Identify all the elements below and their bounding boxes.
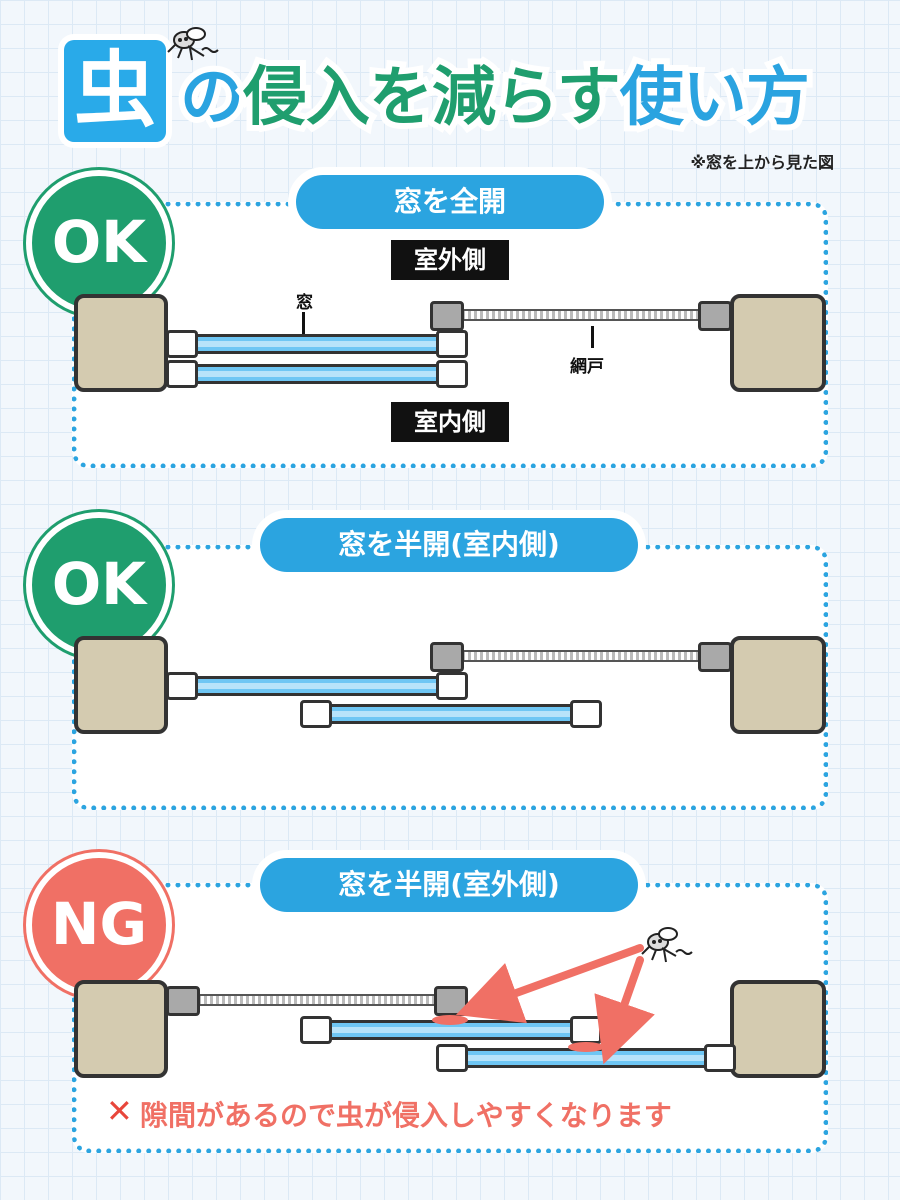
window-frame bbox=[570, 1016, 602, 1044]
title-part-usage: 使い方 bbox=[614, 55, 816, 141]
wall-left bbox=[74, 980, 168, 1078]
window-frame bbox=[436, 360, 468, 388]
page-title: の侵入を減らす使い方 bbox=[174, 55, 816, 141]
window-glass-outer bbox=[196, 676, 438, 696]
screen-frame-right bbox=[698, 642, 732, 672]
wall-left bbox=[74, 294, 168, 392]
inside-label: 室内側 bbox=[391, 402, 509, 442]
warning-x-icon: ✕ bbox=[106, 1092, 133, 1130]
outside-label: 室外側 bbox=[391, 240, 509, 280]
window-frame bbox=[704, 1044, 736, 1072]
section-heading: 窓を半開(室外側) bbox=[260, 858, 638, 912]
screen-frame-right bbox=[698, 301, 732, 331]
gap-highlight bbox=[568, 1042, 604, 1052]
window-frame bbox=[166, 360, 198, 388]
section-heading: 窓を全開 bbox=[296, 175, 604, 229]
screen-mesh bbox=[460, 650, 700, 662]
window-pointer bbox=[302, 312, 305, 334]
window-frame bbox=[436, 672, 468, 700]
window-frame bbox=[300, 1016, 332, 1044]
screen-frame-left bbox=[430, 642, 464, 672]
wall-right bbox=[730, 636, 826, 734]
wall-right bbox=[730, 294, 826, 392]
screen-frame-left bbox=[430, 301, 464, 331]
window-frame bbox=[570, 700, 602, 728]
screen-frame-right bbox=[434, 986, 468, 1016]
window-glass-outer bbox=[196, 334, 438, 354]
screen-mesh bbox=[196, 994, 436, 1006]
title-highlight-char: 虫 bbox=[64, 40, 166, 142]
screen-mesh bbox=[460, 309, 700, 321]
gap-highlight bbox=[432, 1015, 468, 1025]
window-glass-inner bbox=[196, 364, 438, 384]
ng-badge: NG bbox=[26, 852, 172, 998]
title-part-no: の bbox=[174, 55, 250, 141]
screen-label: 網戸 bbox=[570, 357, 604, 377]
screen-pointer bbox=[591, 326, 594, 348]
window-frame bbox=[436, 1044, 468, 1072]
window-label: 窓 bbox=[296, 293, 313, 313]
title-part-reduce: 侵入を減らす bbox=[237, 55, 627, 141]
mosquito-icon bbox=[641, 927, 693, 963]
mosquito-icon bbox=[167, 27, 219, 61]
window-frame bbox=[436, 330, 468, 358]
screen-frame-left bbox=[166, 986, 200, 1016]
diagram-note: ※窓を上から見た図 bbox=[690, 153, 834, 172]
window-glass-inner bbox=[330, 704, 572, 724]
wall-left bbox=[74, 636, 168, 734]
window-frame bbox=[300, 700, 332, 728]
warning-text: 隙間があるので虫が侵入しやすくなります bbox=[140, 1099, 672, 1132]
wall-right bbox=[730, 980, 826, 1078]
window-frame bbox=[166, 330, 198, 358]
page-header: 虫 の侵入を減らす使い方 bbox=[0, 0, 900, 150]
section-heading: 窓を半開(室内側) bbox=[260, 518, 638, 572]
window-frame bbox=[166, 672, 198, 700]
